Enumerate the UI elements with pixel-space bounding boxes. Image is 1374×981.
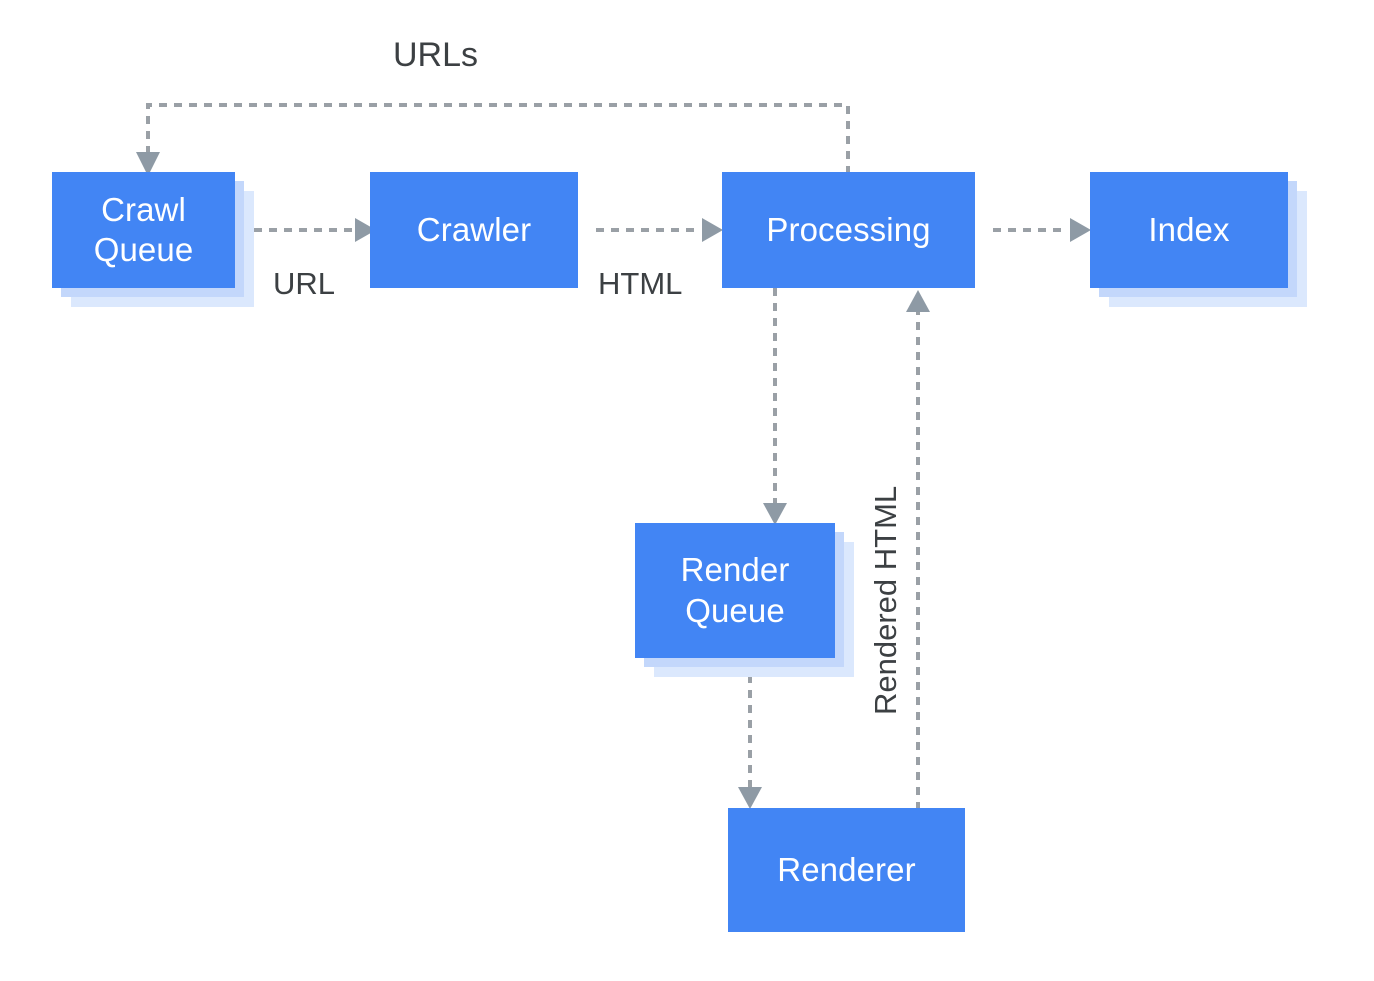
node-crawler[interactable]: Crawler — [370, 172, 578, 288]
edge-processing-index — [993, 218, 1091, 242]
node-processing[interactable]: Processing — [722, 172, 975, 288]
node-crawl-queue[interactable]: Crawl Queue — [52, 172, 254, 307]
node-label: Index — [1148, 210, 1230, 248]
node-label: Processing — [766, 210, 931, 248]
crawl-queue-face: Crawl Queue — [52, 172, 235, 288]
urls-loop-label: URLs — [393, 36, 479, 74]
node-label: Renderer — [777, 850, 916, 888]
node-label: Crawler — [416, 210, 532, 248]
edge-crawler-processing — [596, 218, 723, 242]
index-face: Index — [1090, 172, 1288, 288]
node-index[interactable]: Index — [1090, 172, 1307, 307]
node-label: Render Queue — [680, 551, 790, 629]
edge-processing-renderqueue — [763, 288, 787, 525]
edge-processing-crawlqueue — [136, 103, 850, 176]
renderer-face: Renderer — [728, 808, 965, 932]
rendered-html-edge-label: Rendered HTML — [868, 485, 903, 715]
render-queue-face: Render Queue — [635, 523, 835, 658]
edge-renderqueue-renderer — [738, 675, 762, 809]
edge-renderer-processing — [906, 290, 930, 810]
html-edge-label: HTML — [598, 266, 683, 301]
node-renderer[interactable]: Renderer — [728, 808, 965, 932]
url-edge-label: URL — [273, 266, 336, 301]
crawler-face: Crawler — [370, 172, 578, 288]
processing-face: Processing — [722, 172, 975, 288]
node-label: Crawl Queue — [93, 190, 194, 268]
edge-crawlqueue-crawler — [254, 218, 376, 242]
node-render-queue[interactable]: Render Queue — [635, 523, 854, 677]
